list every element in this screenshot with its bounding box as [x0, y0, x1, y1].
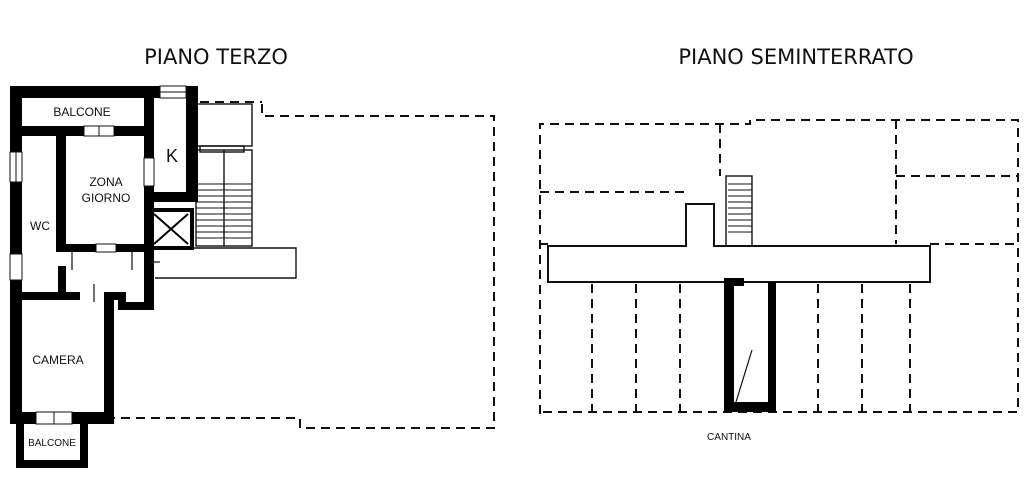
- parking-spaces: [591, 284, 911, 412]
- third-floor-title: PIANO TERZO: [144, 45, 288, 69]
- basement-corridor: [547, 203, 931, 283]
- basement-outline: [539, 119, 1019, 414]
- third-floor-building-outline: [110, 101, 495, 429]
- apartment-walls: [10, 86, 198, 468]
- room-label-zona-line2: GIORNO: [82, 191, 131, 205]
- room-label-camera: CAMERA: [32, 353, 83, 367]
- room-label-wc: WC: [30, 219, 50, 233]
- door-marks: [71, 252, 160, 302]
- shaft-x-mark: [148, 208, 194, 250]
- third-floor-plan: BALCONE K ZONA GIORNO WC CAMERA BALCONE: [9, 85, 495, 468]
- cantina-walls: [724, 278, 776, 412]
- room-label-zona-line1: ZONA: [89, 175, 122, 189]
- windows: [9, 85, 187, 425]
- basement-title: PIANO SEMINTERRATO: [678, 45, 913, 69]
- room-label-balcone-top: BALCONE: [53, 105, 110, 119]
- room-label-kitchen: K: [166, 146, 178, 166]
- basement-staircase: [725, 175, 753, 247]
- basement-plan: CANTINA: [539, 119, 1019, 443]
- room-label-cantina: CANTINA: [707, 432, 751, 443]
- room-label-balcone-bottom: BALCONE: [28, 438, 76, 449]
- staircase: [155, 103, 297, 279]
